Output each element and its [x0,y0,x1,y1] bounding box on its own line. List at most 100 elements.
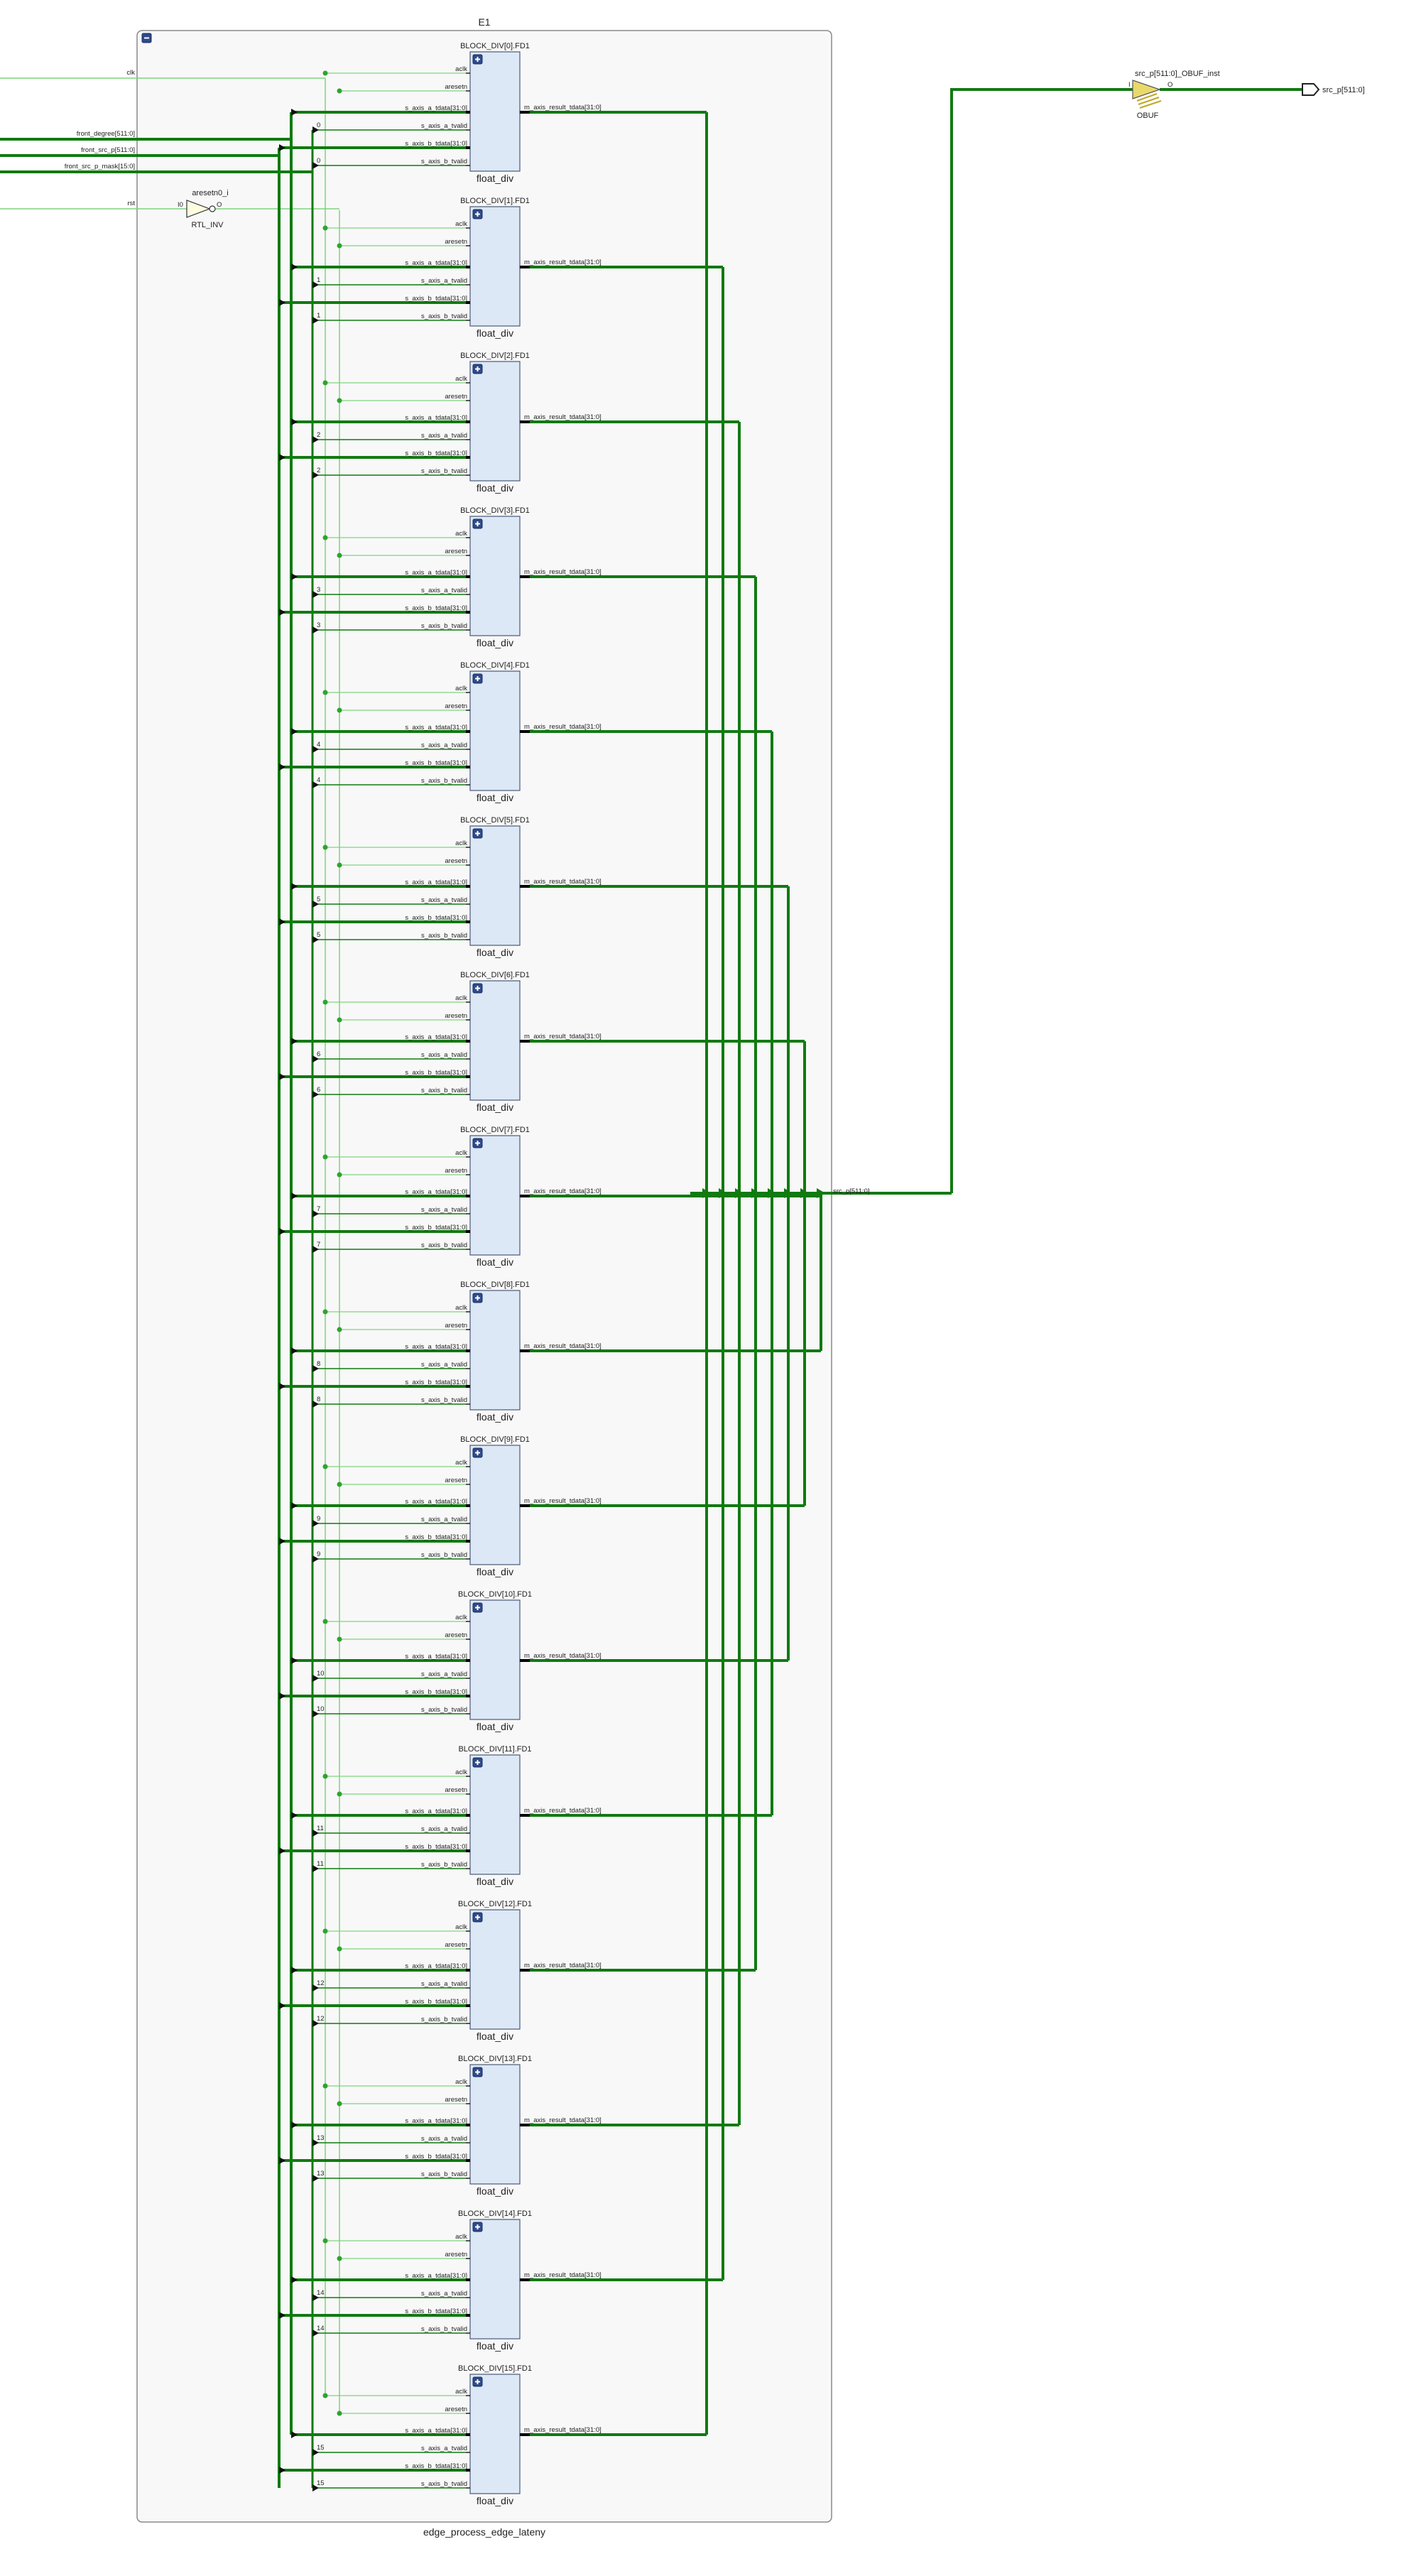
bus-slice-index: 12 [317,1979,325,1987]
obuf-pin-in: I [1128,81,1131,89]
float-div-block[interactable]: BLOCK_DIV[11].FD1float_divaclkaresetns_a… [317,1745,602,1887]
bus-slice-index: 2 [317,467,320,474]
bus-slice-index: 10 [317,1705,325,1713]
block-pin-label: m_axis_result_tdata[31:0] [524,1497,602,1505]
bus-nets [278,88,1302,2491]
block-pin-label: s_axis_a_tvalid [421,122,467,130]
input-port[interactable]: front_src_p_mask[15:0] [0,163,312,173]
float-div-block[interactable]: BLOCK_DIV[15].FD1float_divaclkaresetns_a… [317,2364,602,2506]
block-body [469,516,521,636]
expand-plus-icon[interactable] [472,2067,483,2077]
expand-plus-icon[interactable] [472,54,483,65]
collapse-minus-icon[interactable] [141,33,152,43]
expand-plus-icon[interactable] [472,1447,483,1458]
output-port[interactable]: src_p[511:0] [1302,83,1365,96]
float-div-block[interactable]: BLOCK_DIV[6].FD1float_divaclkaresetns_ax… [317,971,602,1113]
block-pin-label: m_axis_result_tdata[31:0] [524,259,602,266]
float-div-block[interactable]: BLOCK_DIV[9].FD1float_divaclkaresetns_ax… [317,1435,602,1577]
bus-slice-index: 15 [317,2444,325,2452]
block-pin-label: s_axis_a_tvalid [421,896,467,904]
block-instance-name: BLOCK_DIV[10].FD1 [458,1590,532,1599]
bus-slice-index: 12 [317,2015,325,2023]
block-instance-name: BLOCK_DIV[11].FD1 [458,1745,531,1754]
block-pin-label: s_axis_b_tdata[31:0] [405,2153,467,2161]
block-pin-label: aclk [455,1768,467,1776]
block-pin-label: aclk [455,685,467,692]
block-pin-label: aresetn [445,238,467,246]
block-pin-label: m_axis_result_tdata[31:0] [524,1033,602,1040]
block-pin-label: aclk [455,375,467,383]
input-port[interactable]: clk [0,69,325,79]
bus-slice-index: 0 [317,157,320,165]
expand-plus-icon[interactable] [472,983,483,994]
input-port[interactable]: front_degree[511:0] [0,130,291,141]
block-pin-label: m_axis_result_tdata[31:0] [524,568,602,576]
expand-plus-icon[interactable] [472,209,483,219]
input-port[interactable]: rst [0,200,187,210]
block-pin-label: aclk [455,1459,467,1467]
expand-plus-icon[interactable] [472,1602,483,1613]
block-pin-label: s_axis_a_tdata[31:0] [405,414,467,422]
block-module-name: float_div [477,1876,513,1887]
expand-plus-icon[interactable] [472,2222,483,2232]
float-div-block[interactable]: BLOCK_DIV[12].FD1float_divaclkaresetns_a… [317,1900,602,2042]
block-pin-label: aclk [455,65,467,73]
block-pin-label: aclk [455,2078,467,2086]
block-pin-label: s_axis_b_tvalid [421,777,467,785]
float-div-block[interactable]: BLOCK_DIV[4].FD1float_divaclkaresetns_ax… [317,661,602,803]
inverter-pin-out: O [217,201,222,209]
block-pin-label: m_axis_result_tdata[31:0] [524,878,602,886]
block-pin-label: s_axis_a_tvalid [421,432,467,440]
bus-slice-index: 3 [317,621,320,629]
block-pin-label: s_axis_a_tvalid [421,2135,467,2143]
obuf-cell[interactable]: src_p[511:0]_OBUF_inst I O OBUF [1128,70,1220,120]
expand-plus-icon[interactable] [472,1757,483,1768]
expand-plus-icon[interactable] [472,364,483,374]
float-div-block[interactable]: BLOCK_DIV[13].FD1float_divaclkaresetns_a… [317,2055,602,2197]
block-pin-label: m_axis_result_tdata[31:0] [524,104,602,112]
block-instance-name: BLOCK_DIV[14].FD1 [458,2210,532,2218]
expand-plus-icon[interactable] [472,1138,483,1148]
block-pin-label: s_axis_b_tdata[31:0] [405,295,467,303]
block-module-name: float_div [477,1411,513,1423]
obuf-instance-name: src_p[511:0]_OBUF_inst [1135,70,1220,78]
expand-plus-icon[interactable] [472,2376,483,2387]
float-div-block[interactable]: BLOCK_DIV[2].FD1float_divaclkaresetns_ax… [317,352,602,494]
container-box[interactable] [136,30,832,2523]
block-pin-label: aresetn [445,1631,467,1639]
block-pin-label: s_axis_b_tvalid [421,2170,467,2178]
block-pin-label: aresetn [445,1941,467,1949]
float-div-block[interactable]: BLOCK_DIV[8].FD1float_divaclkaresetns_ax… [317,1281,602,1423]
bus-slice-index: 5 [317,896,320,903]
block-pin-label: aresetn [445,702,467,710]
expand-plus-icon[interactable] [472,673,483,684]
block-pin-label: m_axis_result_tdata[31:0] [524,1188,602,1195]
block-instance-name: BLOCK_DIV[15].FD1 [458,2364,532,2373]
float-div-block[interactable]: BLOCK_DIV[10].FD1float_divaclkaresetns_a… [317,1590,602,1732]
block-module-name: float_div [477,173,513,184]
float-div-blocks: BLOCK_DIV[0].FD1float_divaclkaresetns_ax… [317,42,602,2506]
input-port[interactable]: front_src_p[511:0] [0,146,279,157]
float-div-block[interactable]: BLOCK_DIV[14].FD1float_divaclkaresetns_a… [317,2210,602,2352]
block-pin-label: s_axis_b_tdata[31:0] [405,1843,467,1851]
expand-plus-icon[interactable] [472,828,483,839]
block-pin-label: m_axis_result_tdata[31:0] [524,1807,602,1815]
float-div-block[interactable]: BLOCK_DIV[5].FD1float_divaclkaresetns_ax… [317,816,602,958]
bus-slice-index: 11 [317,1825,324,1832]
block-pin-label: s_axis_a_tvalid [421,1361,467,1369]
block-pin-label: s_axis_b_tdata[31:0] [405,759,467,767]
float-div-block[interactable]: BLOCK_DIV[7].FD1float_divaclkaresetns_ax… [317,1126,602,1268]
block-module-name: float_div [477,1256,513,1268]
block-pin-label: m_axis_result_tdata[31:0] [524,1342,602,1350]
input-ports: clk front_degree[511:0] front_src_p[511:0]… [0,69,325,210]
bus-slice-index: 9 [317,1515,320,1523]
inverter-cell[interactable]: aresetn0_i I0 O RTL_INV [178,189,229,229]
float-div-block[interactable]: BLOCK_DIV[0].FD1float_divaclkaresetns_ax… [317,42,602,184]
expand-plus-icon[interactable] [472,1293,483,1303]
expand-plus-icon[interactable] [472,518,483,529]
block-body [469,980,521,1101]
expand-plus-icon[interactable] [472,1912,483,1923]
block-pin-label: s_axis_a_tdata[31:0] [405,259,467,267]
float-div-block[interactable]: BLOCK_DIV[1].FD1float_divaclkaresetns_ax… [317,197,602,339]
float-div-block[interactable]: BLOCK_DIV[3].FD1float_divaclkaresetns_ax… [317,506,602,648]
